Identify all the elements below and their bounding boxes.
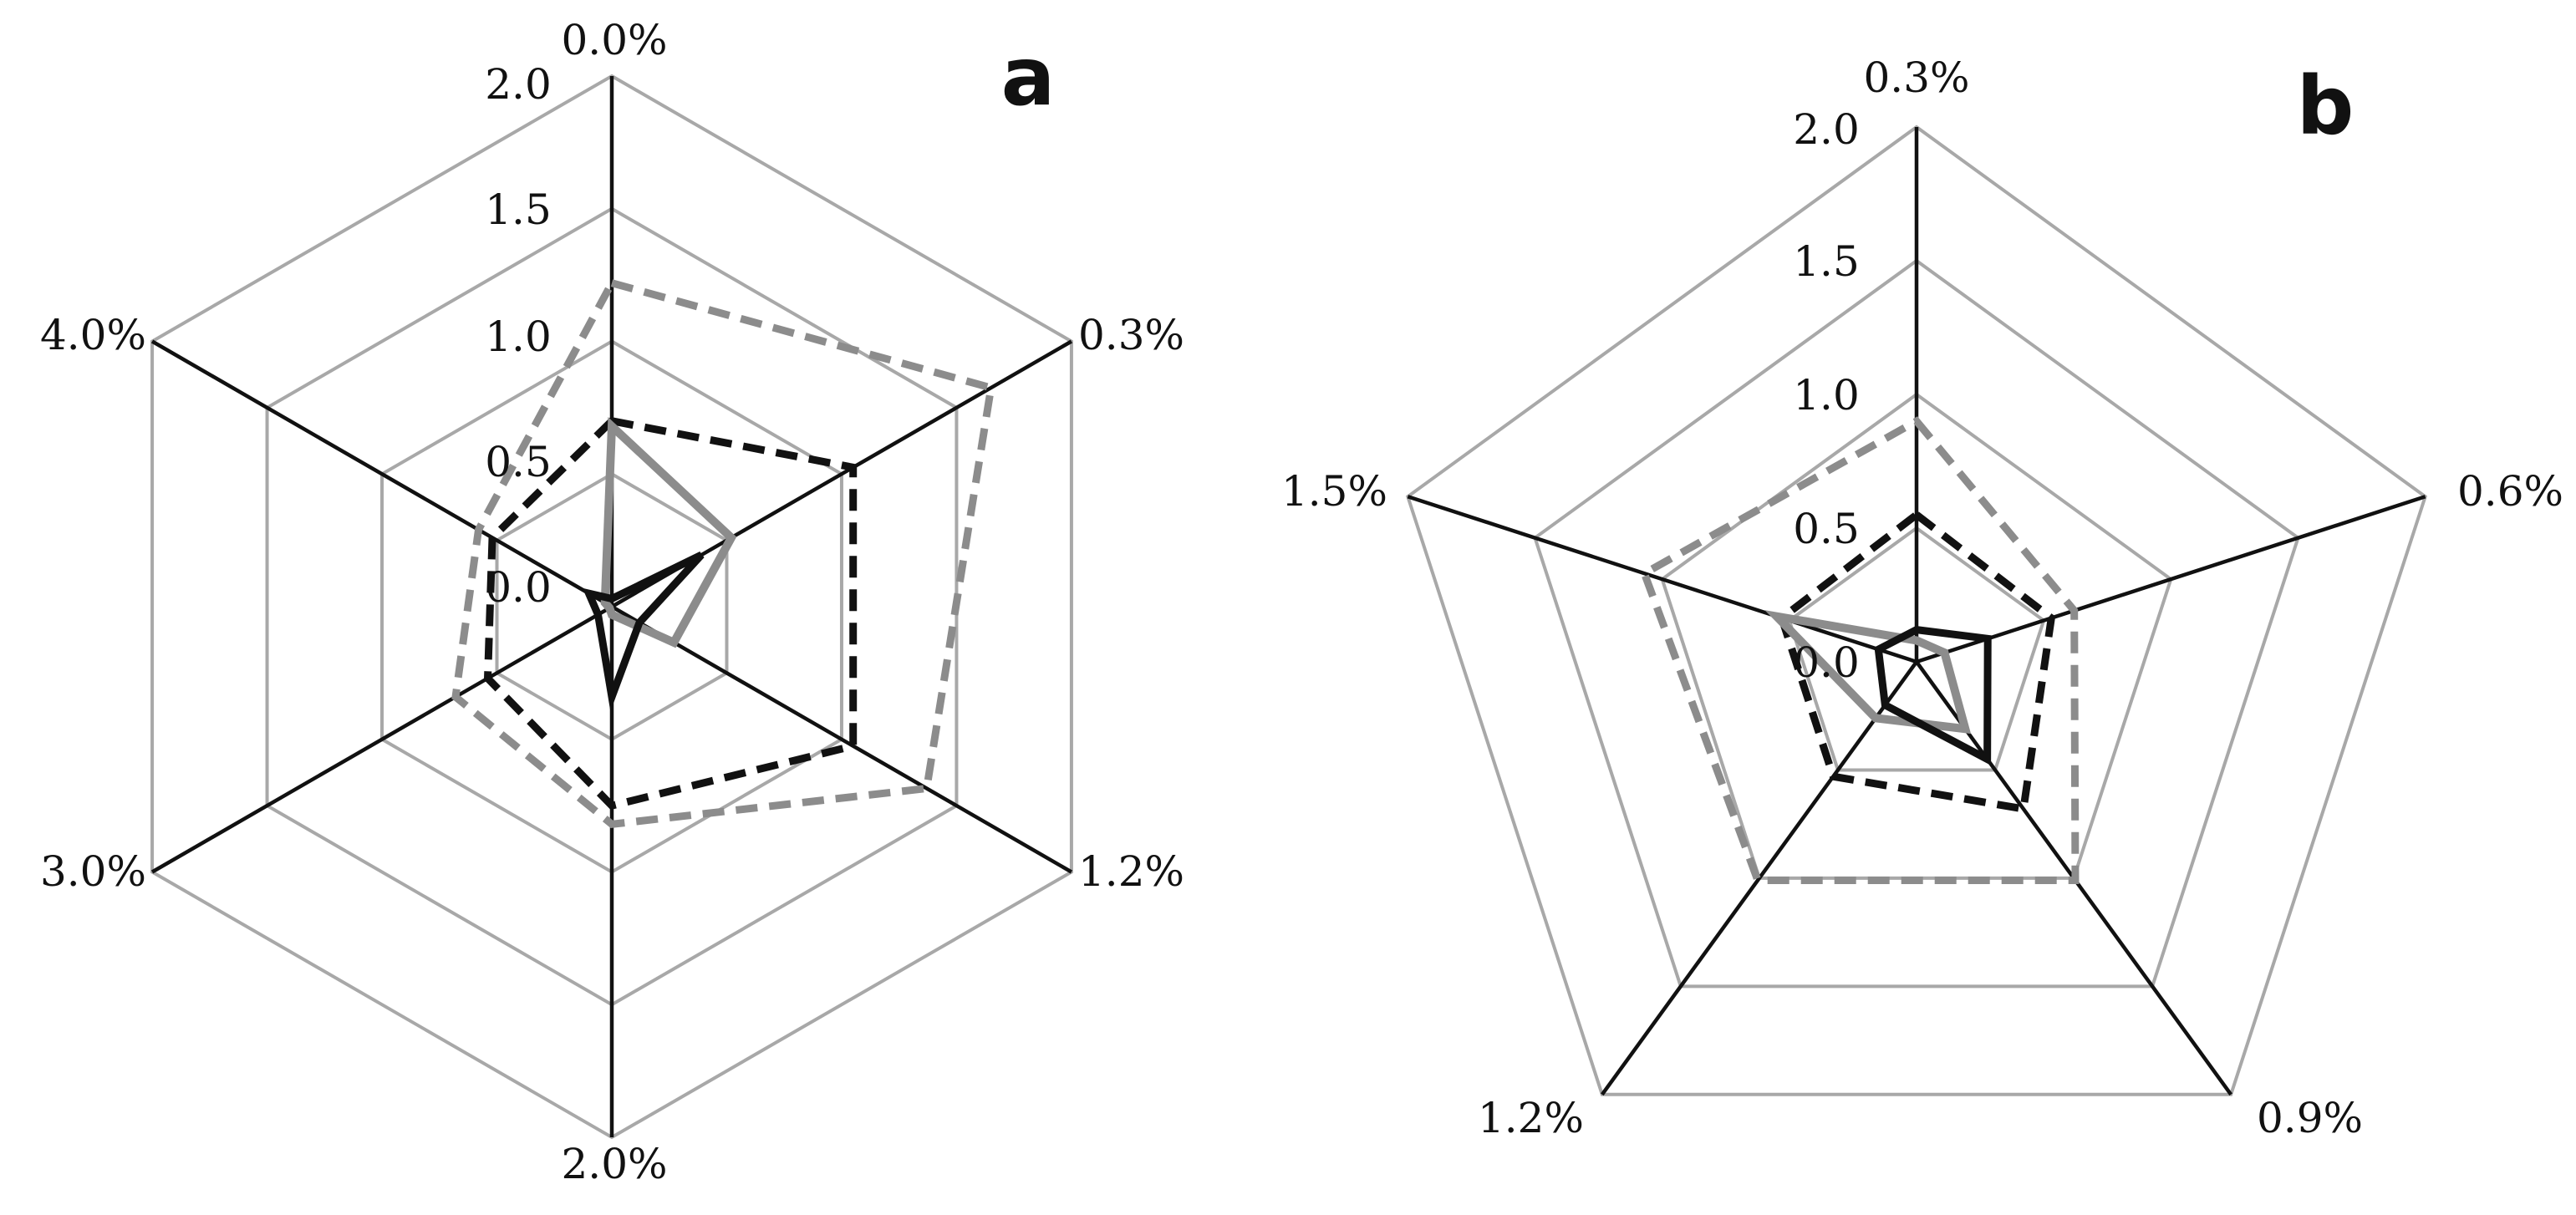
axis-spoke-4 <box>1407 495 1917 664</box>
series-line-gray-dashed <box>1639 416 2080 884</box>
radar-panel-a: 0.0 0.5 1.0 1.5 2.00.0% 0.3% 1.2% 2.0% 3.0% 4.0% a <box>40 16 1184 1188</box>
series-line-black-solid <box>582 552 705 712</box>
axis-label: 1.2% <box>1478 1094 1584 1142</box>
radial-tick-label: 2.0 <box>485 60 552 109</box>
axis-spoke-2 <box>610 605 1073 874</box>
axis-label: 1.2% <box>1078 847 1184 896</box>
axis-spoke-5 <box>150 339 613 608</box>
series-line-black-solid <box>1874 625 1992 765</box>
radial-tick-label: 1.5 <box>1793 237 1860 286</box>
radial-tick-label: 0.5 <box>485 438 552 486</box>
radial-tick-label: 1.0 <box>1793 371 1860 419</box>
radial-tick-label: 0.5 <box>1793 505 1860 553</box>
radial-tick-label: 0.0 <box>485 563 552 612</box>
axis-label: 0.3% <box>1863 53 1969 102</box>
grid-ring-2 <box>1533 258 2300 989</box>
axis-label: 0.0% <box>561 16 667 64</box>
axis-spoke-1 <box>1916 495 2426 664</box>
axis-label: 2.0% <box>561 1140 667 1188</box>
series-line-gray-solid <box>600 417 737 648</box>
axis-label: 3.0% <box>40 847 146 896</box>
series-line-gray-dashed <box>451 278 995 829</box>
axis-spoke-3 <box>1600 660 1918 1096</box>
panel-letter: b <box>2297 59 2355 153</box>
axis-spoke-4 <box>150 605 613 874</box>
grid-ring-3 <box>1405 125 2428 1096</box>
axis-label: 0.9% <box>2257 1094 2363 1142</box>
axis-label: 4.0% <box>40 311 146 359</box>
radial-tick-label: 1.0 <box>485 313 552 361</box>
axis-label: 1.5% <box>1281 467 1387 516</box>
series-line-black-dashed <box>1777 510 2056 814</box>
series-line-black-dashed <box>483 416 858 811</box>
axis-label: 0.3% <box>1078 311 1184 359</box>
radar-panel-b: 0.0 0.5 1.0 1.5 2.00.3% 0.6% 0.9% 1.2% 1.5% b <box>1281 53 2563 1142</box>
panel-letter: a <box>1001 30 1056 124</box>
radial-tick-label: 1.5 <box>485 186 552 234</box>
radial-tick-label: 2.0 <box>1793 105 1860 154</box>
radial-tick-label: 0.0 <box>1793 638 1860 687</box>
axis-label: 0.6% <box>2457 467 2563 516</box>
grid-ring-0 <box>1787 526 2046 772</box>
